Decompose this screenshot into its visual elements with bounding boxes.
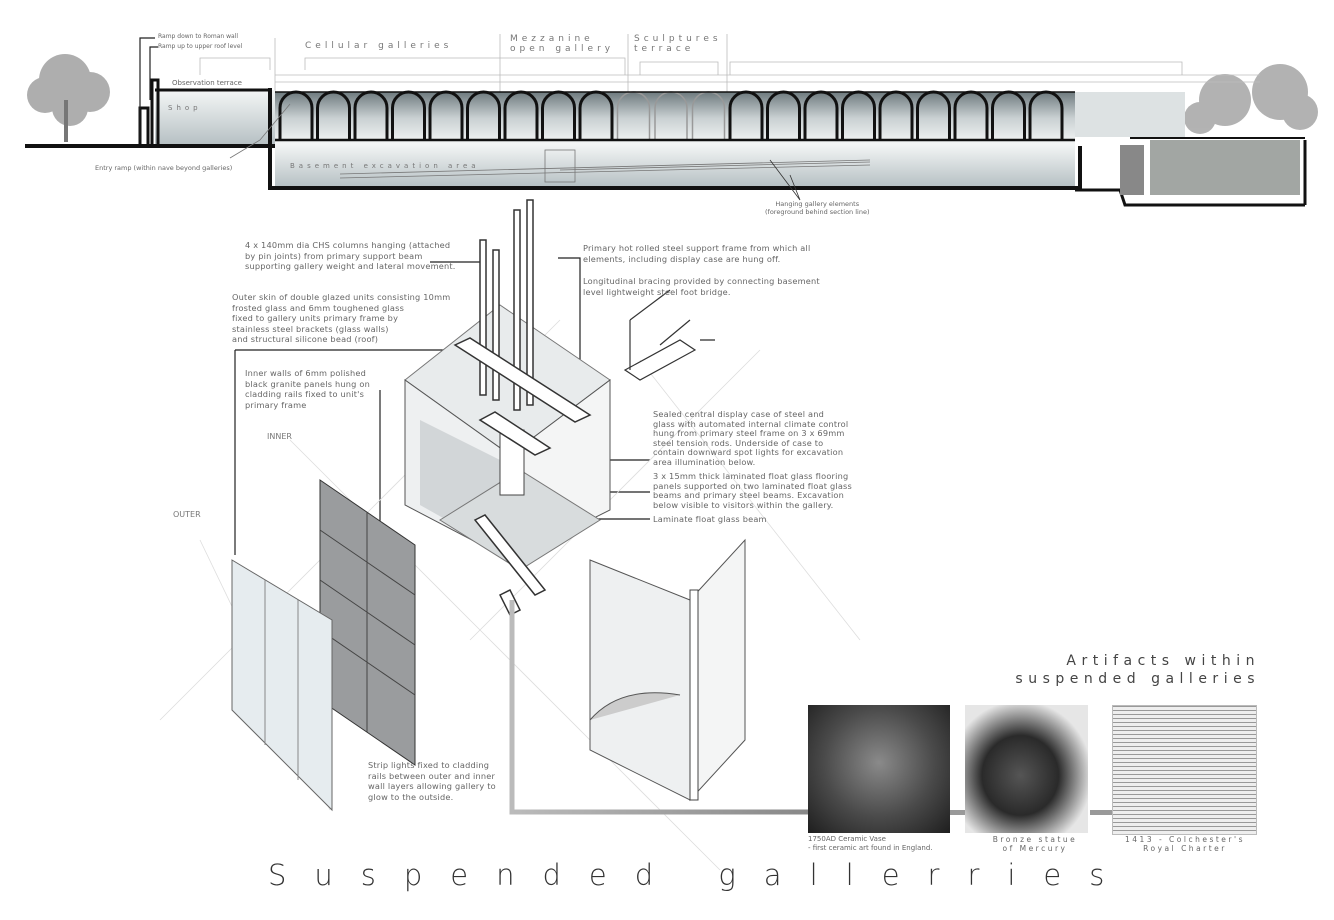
tree-left bbox=[27, 54, 110, 142]
note-outer-skin: Outer skin of double glazed units consis… bbox=[232, 292, 451, 344]
label-entry-ramp: Entry ramp (within nave beyond galleries… bbox=[95, 164, 233, 172]
page-title: Suspended gallerries bbox=[268, 858, 1133, 892]
note-columns: 4 x 140mm dia CHS columns hanging (attac… bbox=[245, 240, 456, 271]
ceramic-vase-image bbox=[808, 705, 950, 833]
label-outer: OUTER bbox=[173, 510, 201, 519]
caption-ceramic-vase: 1750AD Ceramic Vase - first ceramic art … bbox=[808, 835, 933, 852]
artifacts-heading: Artifacts within suspended galleries bbox=[1015, 653, 1260, 687]
note-bracing: Longitudinal bracing provided by connect… bbox=[583, 276, 820, 297]
note-glass-beam: Laminate float glass beam bbox=[653, 514, 767, 524]
label-shop: Shop bbox=[168, 104, 202, 112]
note-strip-lights: Strip lights fixed to cladding rails bet… bbox=[368, 760, 496, 802]
label-sculptures-terrace: Sculptures terrace bbox=[634, 34, 722, 54]
label-inner: INNER bbox=[267, 432, 292, 441]
bronze-mercury-image bbox=[965, 705, 1088, 833]
label-basement: Basement excavation area bbox=[290, 162, 480, 170]
caption-bronze-mercury: Bronze statue of Mercury bbox=[992, 835, 1078, 853]
note-display-case: Sealed central display case of steel and… bbox=[653, 409, 849, 467]
label-observation-terrace: Observation terrace bbox=[172, 79, 242, 87]
label-cellular-galleries: Cellular galleries bbox=[305, 41, 453, 51]
label-hanging-elements: Hanging gallery elements (foreground beh… bbox=[765, 200, 870, 216]
note-primary-frame: Primary hot rolled steel support frame f… bbox=[583, 243, 811, 264]
caption-royal-charter: 1413 - Colchester's Royal Charter bbox=[1125, 835, 1245, 853]
label-ramp-up: Ramp up to upper roof level bbox=[158, 43, 243, 50]
note-inner-walls: Inner walls of 6mm polished black granit… bbox=[245, 368, 370, 410]
tree-right bbox=[1184, 64, 1318, 134]
royal-charter-image bbox=[1112, 705, 1257, 835]
label-mezzanine: Mezzanine open gallery bbox=[510, 34, 615, 54]
building-section bbox=[25, 34, 1318, 207]
note-flooring: 3 x 15mm thick laminated float glass flo… bbox=[653, 471, 852, 510]
isometric-gallery-unit bbox=[231, 199, 1112, 815]
label-ramp-down: Ramp down to Roman wall bbox=[158, 33, 239, 40]
